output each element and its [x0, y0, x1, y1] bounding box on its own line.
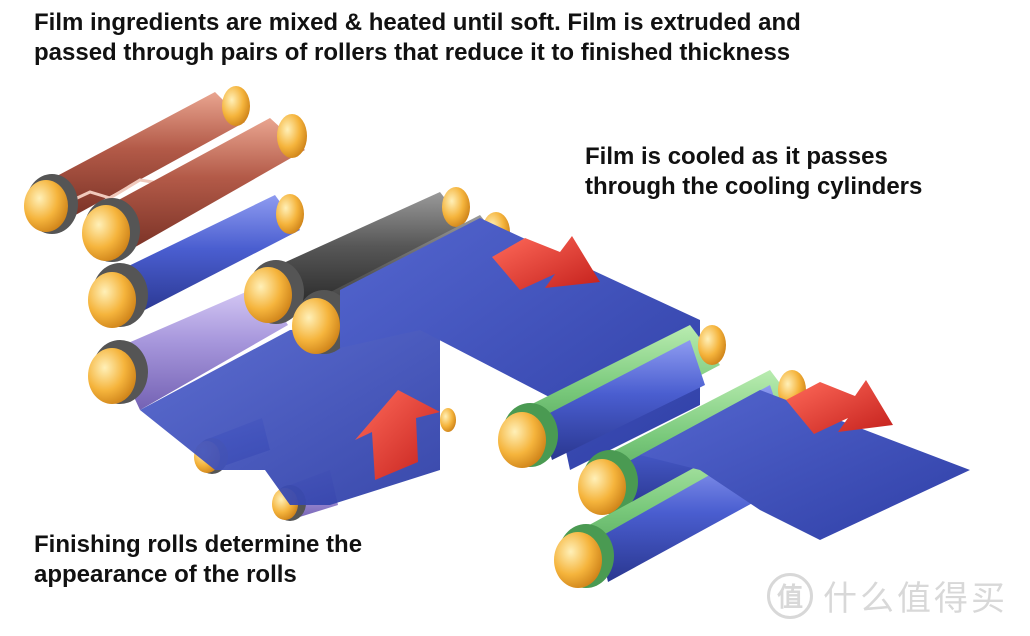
finishing-caption-line2: appearance of the rolls	[34, 561, 297, 588]
top-caption-line2: passed through pairs of rollers that red…	[34, 39, 791, 66]
extruder-rollers	[24, 86, 338, 521]
roller	[88, 285, 288, 410]
arrow-up	[355, 390, 440, 480]
cooling-caption: Film is cooled as it passes through the c…	[585, 142, 922, 202]
roller	[498, 325, 726, 468]
watermark-text: 什么值得买	[823, 579, 1008, 619]
direction-arrows	[355, 236, 893, 480]
top-caption: Film ingredients are mixed & heated unti…	[34, 8, 801, 68]
roller	[82, 114, 307, 262]
finishing-caption-line1: Finishing rolls determine the	[34, 531, 363, 558]
roller	[88, 194, 304, 328]
roller	[24, 86, 250, 234]
watermark: 值 什么值得买	[767, 571, 1008, 620]
top-caption-line1: Film ingredients are mixed & heated unti…	[34, 9, 801, 36]
film-web-finishing	[140, 325, 456, 505]
film-web-output	[640, 390, 970, 540]
roller	[244, 187, 470, 324]
arrow-right-top	[492, 236, 600, 290]
cooling-caption-line2: through the cooling cylinders	[585, 173, 923, 200]
cooling-caption-line1: Film is cooled as it passes	[585, 143, 888, 170]
watermark-logo: 值	[767, 572, 813, 619]
finishing-caption: Finishing rolls determine the appearance …	[34, 530, 362, 590]
arrow-right-bottom	[786, 380, 893, 434]
